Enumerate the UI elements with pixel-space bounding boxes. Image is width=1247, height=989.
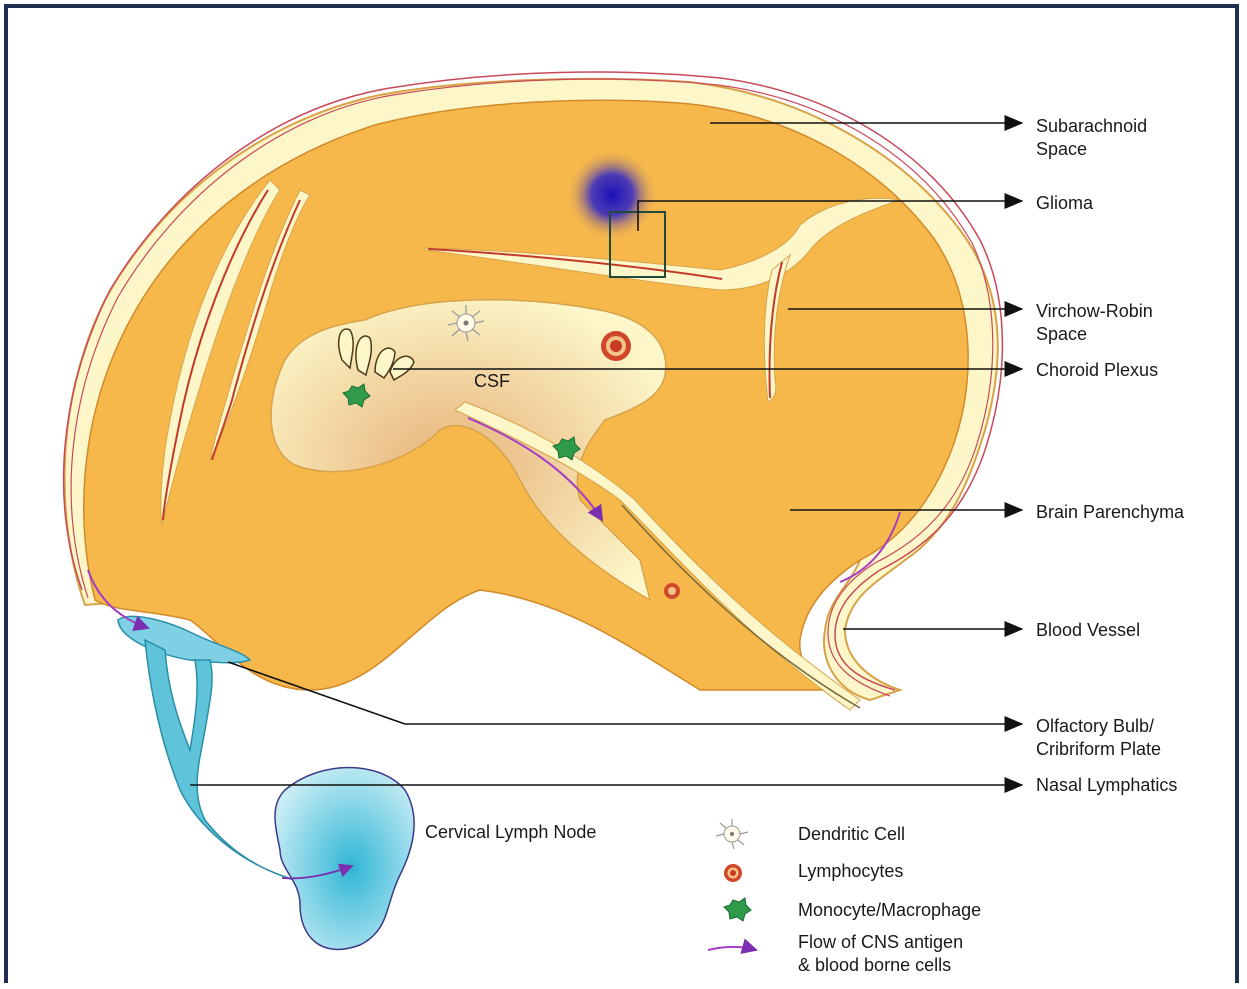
- label-csf: CSF: [474, 370, 510, 393]
- legend-lymphocytes: Lymphocytes: [798, 860, 903, 883]
- flow-arrow-icon: [708, 947, 756, 950]
- label-olfactory-bulb: Olfactory Bulb/ Cribriform Plate: [1036, 715, 1161, 761]
- label-blood-vessel: Blood Vessel: [1036, 619, 1140, 642]
- macrophage-icon: [724, 898, 751, 921]
- dendritic-cell-icon: [716, 819, 748, 849]
- lymphocyte-diagram: [601, 331, 631, 361]
- label-subarachnoid-space: Subarachnoid Space: [1036, 115, 1147, 161]
- lymphocyte-small-diagram: [664, 583, 680, 599]
- label-brain-parenchyma: Brain Parenchyma: [1036, 501, 1184, 524]
- label-choroid-plexus: Choroid Plexus: [1036, 359, 1158, 382]
- glioma: [566, 149, 658, 241]
- label-virchow-robin-space: Virchow-Robin Space: [1036, 300, 1153, 346]
- legend-monocyte-macrophage: Monocyte/Macrophage: [798, 899, 981, 922]
- label-glioma: Glioma: [1036, 192, 1093, 215]
- label-nasal-lymphatics: Nasal Lymphatics: [1036, 774, 1177, 797]
- lymphocyte-icon: [724, 864, 742, 882]
- cervical-lymph-node: [275, 768, 414, 950]
- legend-dendritic-cell: Dendritic Cell: [798, 823, 905, 846]
- label-cervical-lymph-node: Cervical Lymph Node: [425, 821, 596, 844]
- legend-flow: Flow of CNS antigen & blood borne cells: [798, 931, 963, 977]
